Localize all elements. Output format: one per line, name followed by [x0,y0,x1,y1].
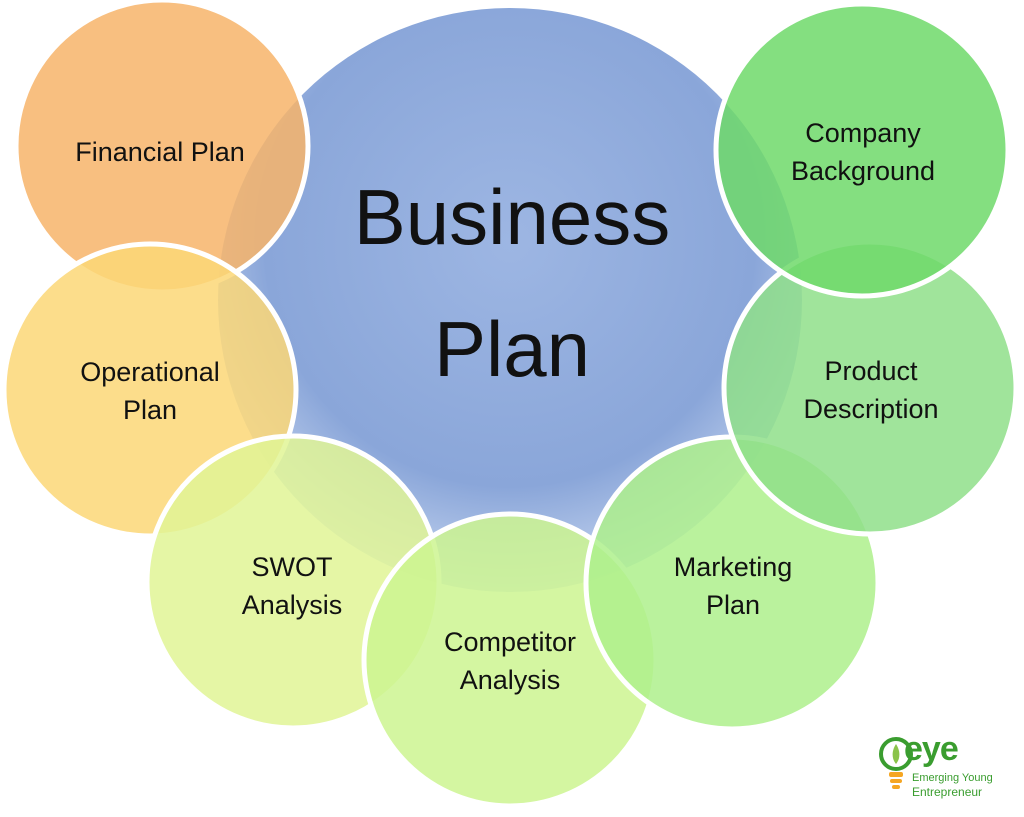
center-title: Business Plan [354,151,671,415]
operational-label-line2: Plan [122,395,178,425]
competitor-label: Competitor Analysis [444,623,576,699]
marketing-label-line1: Marketing [673,552,793,582]
company-circle [713,1,1011,299]
competitor-label-line2: Analysis [459,665,561,695]
eye-logo: eye Emerging Young Entrepreneur [878,730,1018,804]
product-label: Product Description [803,352,938,428]
logo-tagline-line1: Emerging Young [912,772,993,784]
financial-label: Financial Plan [75,133,245,171]
logo-word: eye [904,730,959,768]
company-label-line1: Company [805,118,921,148]
center-title-line2: Plan [433,305,591,393]
center-circle [218,8,802,592]
competitor-label-line1: Competitor [443,627,577,657]
operational-label: Operational Plan [80,353,220,429]
product-label-line1: Product [824,356,918,386]
marketing-label: Marketing Plan [674,548,793,624]
center-title-line1: Business [353,173,671,261]
lightbulb-icon [879,737,913,789]
product-label-line2: Description [803,394,939,424]
swot-label: SWOT Analysis [242,548,343,624]
swot-label-line2: Analysis [241,590,343,620]
swot-label-line1: SWOT [251,552,333,582]
financial-label-line1: Financial Plan [75,137,245,167]
company-label-line2: Background [790,156,936,186]
logo-tagline-line2: Entrepreneur [912,785,983,799]
operational-label-line1: Operational [80,357,220,387]
company-label: Company Background [791,114,935,190]
marketing-label-line2: Plan [705,590,761,620]
